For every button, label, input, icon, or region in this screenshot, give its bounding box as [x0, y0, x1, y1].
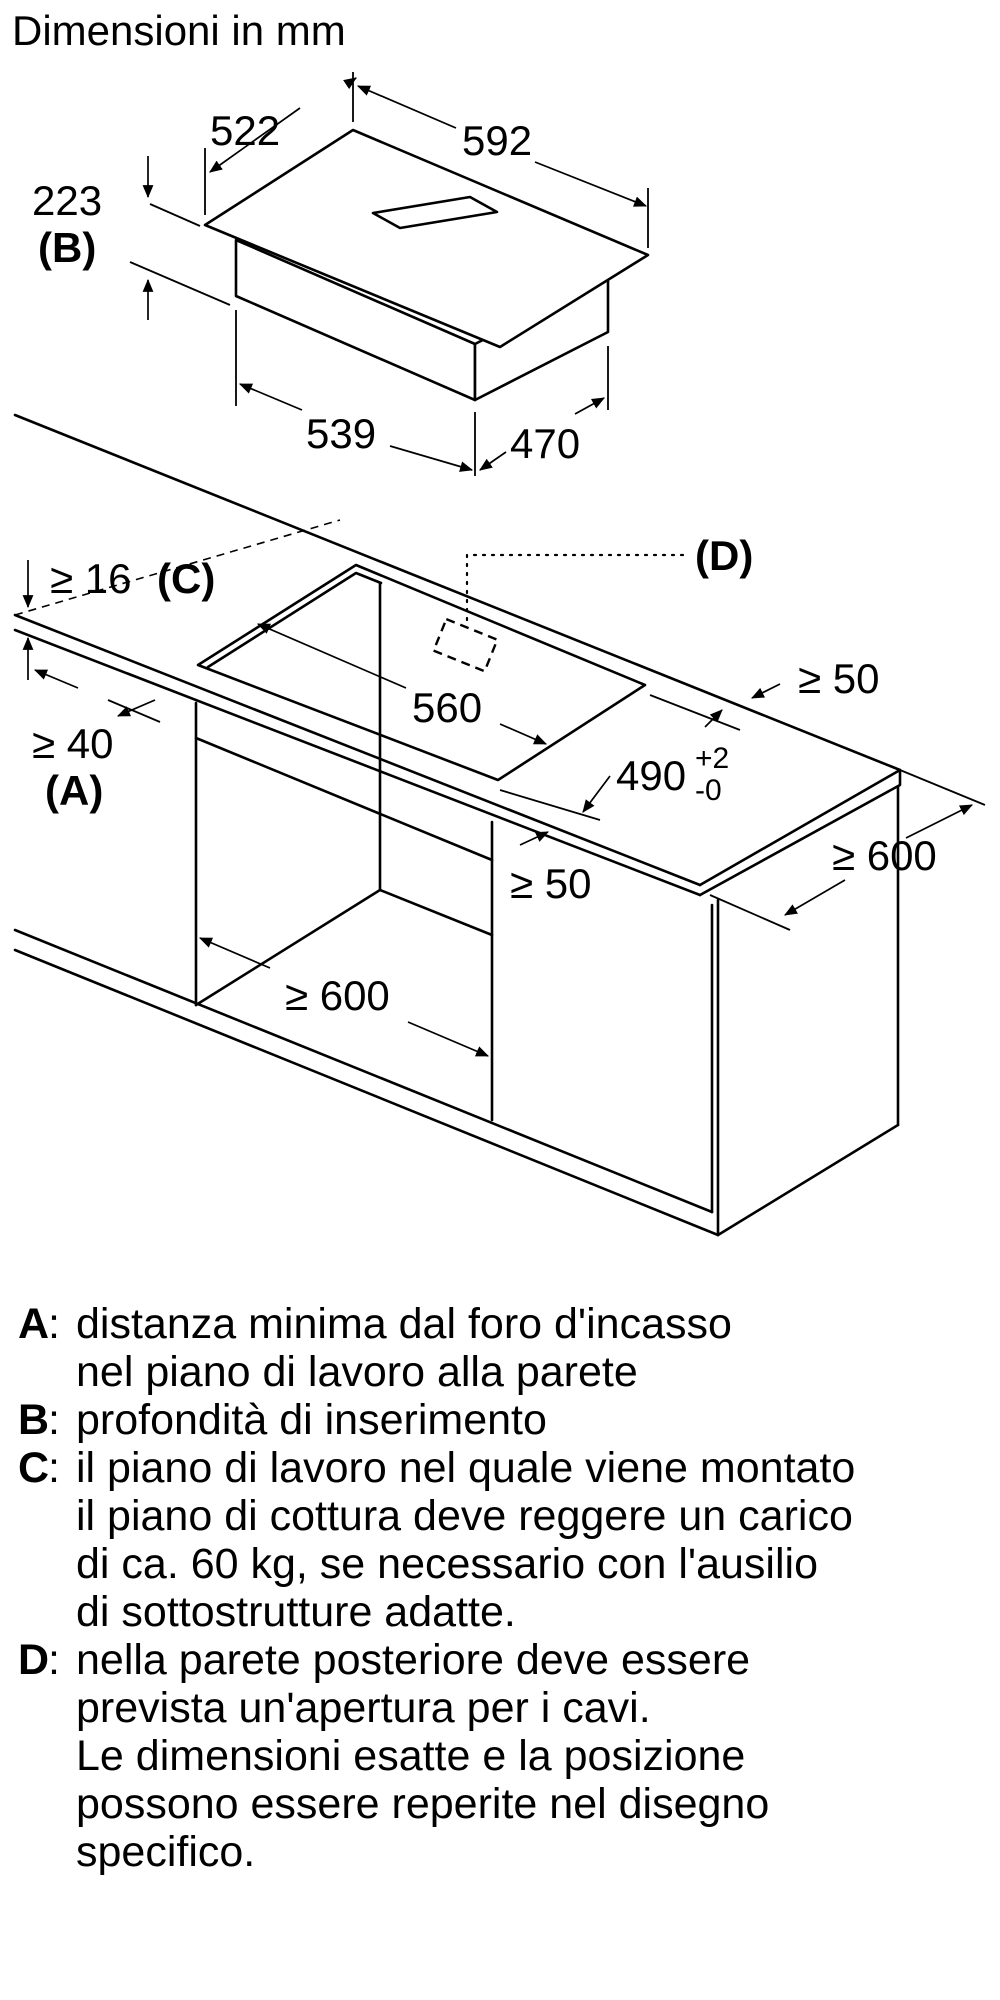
- thickness-min-label: ≥ 16: [50, 555, 131, 602]
- depth-600-dimension-line: [905, 804, 973, 839]
- legend: A: distanza minima dal foro d'incasso nel…: [18, 1300, 988, 1876]
- hob-width-label: 592: [462, 117, 532, 164]
- legend-colon: :: [48, 1444, 60, 1492]
- hob-extractor-vent: [371, 195, 499, 230]
- wall-distance-ref-label: (A): [45, 767, 103, 814]
- wall-distance-label: ≥ 40: [32, 720, 113, 767]
- front-distance-dimension-line: [519, 831, 549, 846]
- legend-text: il piano di lavoro nel quale viene monta…: [76, 1444, 856, 1636]
- cutout-depth-label: 490: [616, 752, 686, 799]
- legend-key: C: [18, 1444, 50, 1492]
- legend-item-c: C: il piano di lavoro nel quale viene mon…: [18, 1444, 988, 1636]
- legend-item-d: D: nella parete posteriore deve essere pr…: [18, 1636, 988, 1876]
- wall-distance-dimension-line: [34, 669, 79, 689]
- legend-text: nella parete posteriore deve essere prev…: [76, 1636, 770, 1876]
- hob-cutout-depth-label: 470: [510, 420, 580, 467]
- side-distance-label: ≥ 50: [798, 655, 879, 702]
- side-distance-dimension-line: [751, 683, 781, 699]
- hob-depth-label: 522: [210, 107, 280, 154]
- legend-key: A: [18, 1300, 50, 1348]
- hob-height-ref-label: (B): [38, 224, 96, 271]
- width-592-dimension-line: [357, 85, 457, 129]
- legend-colon: :: [48, 1300, 60, 1348]
- diagram-title: Dimensioni in mm: [12, 7, 346, 54]
- cutout-depth-tol-plus: +2: [695, 742, 729, 775]
- cabinet-width-label: ≥ 600: [285, 972, 390, 1019]
- cutout-560-dimension-line: [257, 623, 407, 689]
- cutout-539-dimension-line: [239, 383, 303, 411]
- depth-min-label: ≥ 600: [832, 832, 937, 879]
- cutout-490-dimension-line: [582, 775, 611, 813]
- hob-height-label: 223: [32, 177, 102, 224]
- legend-key: D: [18, 1636, 50, 1684]
- depth-522-dimension-line: [209, 107, 301, 173]
- cutout-width-label: 560: [412, 684, 482, 731]
- worktop-cutout: [196, 563, 647, 782]
- legend-text: distanza minima dal foro d'incasso nel p…: [76, 1300, 732, 1396]
- legend-colon: :: [48, 1636, 60, 1684]
- legend-colon: :: [48, 1396, 60, 1444]
- thickness-ref-label: (C): [157, 555, 215, 602]
- installation-diagram: Dimensioni in mm 522 592 223 (B) 539 470: [12, 7, 986, 1237]
- hob-dimensions: [129, 72, 649, 476]
- cutout-depth-tol-minus: -0: [695, 774, 722, 807]
- cutout-470-dimension-line: [479, 451, 507, 471]
- cable-opening-ref-label: (D): [695, 532, 753, 579]
- cable-opening-leader: [465, 553, 692, 622]
- front-distance-label: ≥ 50: [510, 860, 591, 907]
- cabinet-600-dimension-line: [199, 937, 271, 969]
- hob-glass-top: [203, 128, 650, 349]
- worktop-drawing: [13, 413, 902, 1237]
- legend-key: B: [18, 1396, 50, 1444]
- hob-cutout-width-label: 539: [306, 410, 376, 457]
- legend-text: profondità di inserimento: [76, 1396, 547, 1444]
- legend-item-a: A: distanza minima dal foro d'incasso nel…: [18, 1300, 988, 1396]
- legend-item-b: B: profondità di inserimento: [18, 1396, 988, 1444]
- worktop-dimensions: [22, 560, 986, 1057]
- hob-drawing: [203, 128, 650, 402]
